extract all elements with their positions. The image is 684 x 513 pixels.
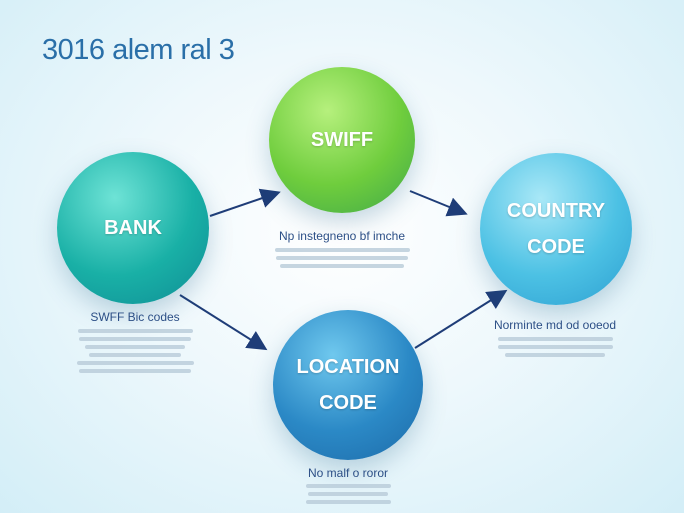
- caption-swiff: Np instegneno bf imche: [278, 229, 406, 243]
- caption-bank: SWFF Bic codes: [90, 310, 180, 324]
- diagram-title: 3016 alem ral 3: [42, 34, 235, 66]
- node-country-label-2: CODE: [527, 236, 585, 258]
- node-swiff-label: SWIFF: [310, 129, 374, 151]
- caption-country: Norminte md od ooeod: [493, 318, 617, 332]
- node-location-code: LOCATION CODE: [273, 310, 423, 460]
- arrow-location-to-country: [414, 289, 508, 349]
- country-description: [475, 337, 635, 357]
- arrow-bank-to-swiff: [209, 188, 281, 217]
- arrow-bank-to-location: [179, 294, 268, 351]
- node-swiff: SWIFF: [269, 67, 415, 213]
- arrow-swiff-to-country: [409, 190, 468, 217]
- node-bank: BANK: [57, 152, 209, 304]
- node-location-label-1: LOCATION: [296, 356, 400, 378]
- location-description: [268, 484, 428, 504]
- swiff-description: [262, 248, 422, 268]
- bank-description: [55, 329, 215, 373]
- node-country-code: COUNTRY CODE: [480, 153, 632, 305]
- caption-location: No malf o roror: [307, 466, 389, 480]
- node-country-label-1: COUNTRY: [506, 200, 606, 222]
- node-location-label-2: CODE: [319, 392, 377, 414]
- node-bank-label: BANK: [104, 217, 162, 239]
